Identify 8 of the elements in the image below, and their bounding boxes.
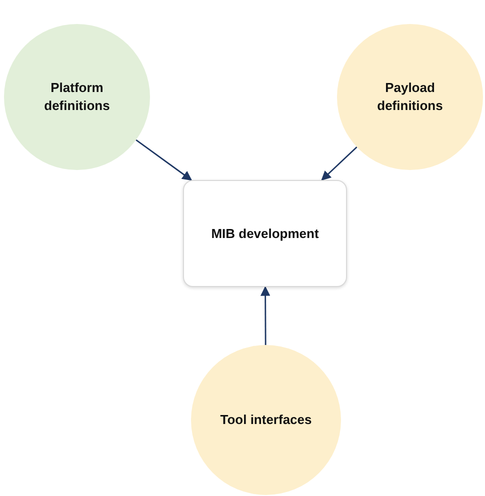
node-label: Platform definitions [43, 79, 111, 115]
arrow [136, 139, 192, 181]
arrow [260, 286, 270, 345]
node-label: MIB development [211, 224, 319, 242]
arrow [321, 146, 358, 181]
node-label: Payload definitions [376, 79, 444, 115]
node-label: Tool interfaces [220, 411, 312, 429]
process-box [183, 180, 347, 287]
